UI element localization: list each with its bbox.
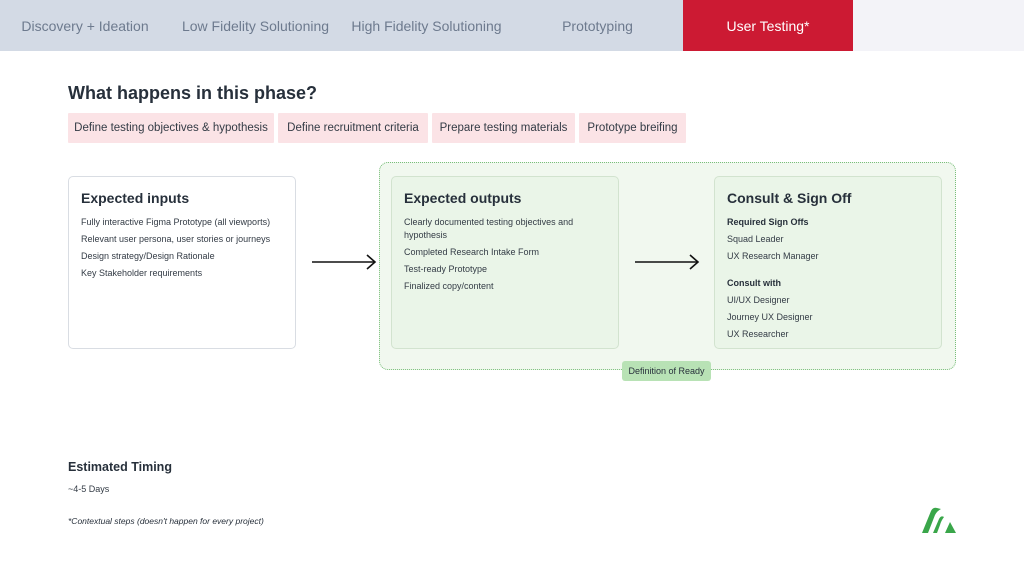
tab-high-fidelity[interactable]: High Fidelity Solutioning [341, 0, 512, 51]
list-item: Squad Leader [727, 234, 784, 244]
brand-logo-icon [922, 507, 956, 533]
expected-inputs-card: Expected inputs Fully interactive Figma … [68, 176, 296, 349]
list-item: Journey UX Designer [727, 312, 813, 322]
card-title: Consult & Sign Off [727, 190, 852, 206]
estimated-timing-heading: Estimated Timing [68, 460, 172, 474]
phase-nav: Discovery + Ideation Low Fidelity Soluti… [0, 0, 1024, 51]
arrow-right-icon [312, 254, 377, 270]
contextual-footnote: *Contextual steps (doesn't happen for ev… [68, 516, 264, 526]
list-item: Completed Research Intake Form [404, 247, 540, 257]
list-item: Test-ready Prototype [404, 264, 488, 274]
tab-user-testing[interactable]: User Testing* [683, 0, 853, 51]
chip-prototype-briefing: Prototype breifing [579, 113, 686, 143]
tab-low-fidelity[interactable]: Low Fidelity Solutioning [170, 0, 341, 51]
chip-testing-objectives: Define testing objectives & hypothesis [68, 113, 274, 143]
tab-label: Discovery + Ideation [21, 17, 149, 34]
list-item: Clearly documented testing objectives an… [404, 217, 574, 240]
chip-recruitment-criteria: Define recruitment criteria [278, 113, 428, 143]
card-title: Expected inputs [81, 190, 190, 206]
tab-label: Prototyping [562, 17, 633, 34]
tab-label: High Fidelity Solutioning [351, 17, 502, 34]
list-item: UX Researcher [727, 329, 789, 339]
arrow-right-icon [635, 254, 700, 270]
list-item: Fully interactive Figma Prototype (all v… [81, 217, 271, 227]
consult-with-label: Consult with [727, 278, 781, 288]
expected-outputs-card: Expected outputs Clearly documented test… [391, 176, 619, 349]
list-item: Finalized copy/content [404, 281, 494, 291]
list-item: UI/UX Designer [727, 295, 790, 305]
card-title: Expected outputs [404, 190, 522, 206]
list-item: UX Research Manager [727, 251, 819, 261]
definition-of-ready-badge: Definition of Ready [622, 361, 711, 381]
chip-testing-materials: Prepare testing materials [432, 113, 575, 143]
tab-prototyping[interactable]: Prototyping [512, 0, 683, 51]
list-item: Key Stakeholder requirements [81, 268, 203, 278]
tab-label: User Testing* [726, 17, 810, 34]
list-item: Design strategy/Design Rationale [81, 251, 215, 261]
consult-signoff-card: Consult & Sign Off Required Sign Offs Sq… [714, 176, 942, 349]
required-signoffs-label: Required Sign Offs [727, 217, 809, 227]
tab-label: Low Fidelity Solutioning [181, 17, 330, 34]
tab-discovery-ideation[interactable]: Discovery + Ideation [0, 0, 170, 51]
estimated-timing-value: ~4-5 Days [68, 484, 110, 494]
phase-heading: What happens in this phase? [68, 83, 318, 103]
list-item: Relevant user persona, user stories or j… [81, 234, 271, 244]
